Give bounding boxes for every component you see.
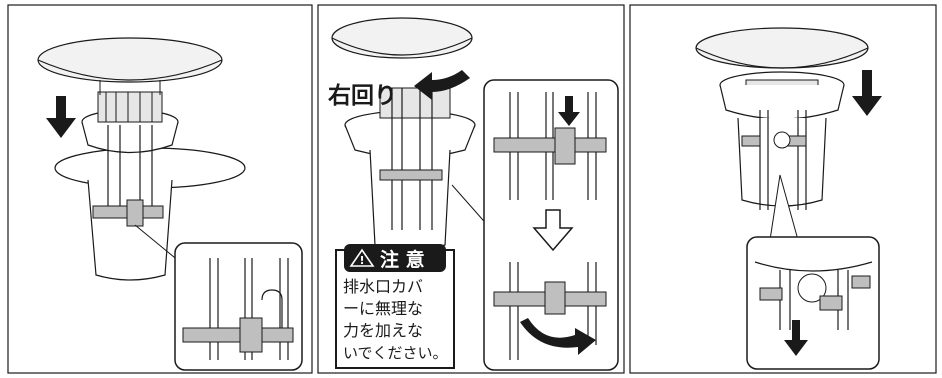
rotate-label: 右回り bbox=[328, 82, 397, 109]
rotate-arrow-icon bbox=[414, 70, 470, 100]
hollow-down-arrow-icon bbox=[532, 209, 574, 252]
caution-line-3: 力を加えな bbox=[343, 321, 423, 340]
zoom-detail-2 bbox=[483, 79, 619, 371]
drain-cap-2 bbox=[331, 17, 473, 59]
panel-step-1 bbox=[7, 4, 313, 374]
zoom-detail-3 bbox=[746, 236, 880, 370]
drain-cap bbox=[37, 37, 223, 95]
drain-body-2 bbox=[344, 87, 476, 251]
zoom-detail-1 bbox=[174, 242, 303, 371]
warning-triangle-icon bbox=[349, 248, 375, 267]
down-arrow-small-icon bbox=[784, 320, 808, 356]
drain-body bbox=[54, 91, 246, 281]
down-arrow-icon-3 bbox=[852, 70, 882, 116]
drain-cap-3 bbox=[695, 27, 869, 69]
caution-line-2: ーに無理な bbox=[343, 299, 423, 318]
panel-step-2: 右回り bbox=[317, 4, 625, 374]
svg-text:!: ! bbox=[359, 254, 364, 267]
panel-step-3 bbox=[629, 4, 937, 374]
caution-line-4: いでください。 bbox=[343, 344, 448, 362]
caution-line-1: 排水口カバ bbox=[343, 277, 423, 296]
drain-body-3 bbox=[719, 71, 845, 210]
caution-box: ! 注 意 排水口カバ ーに無理な 力を加えな いでください。 bbox=[335, 244, 455, 369]
caution-title: 注 意 bbox=[380, 248, 425, 271]
down-arrow-icon bbox=[46, 96, 76, 138]
